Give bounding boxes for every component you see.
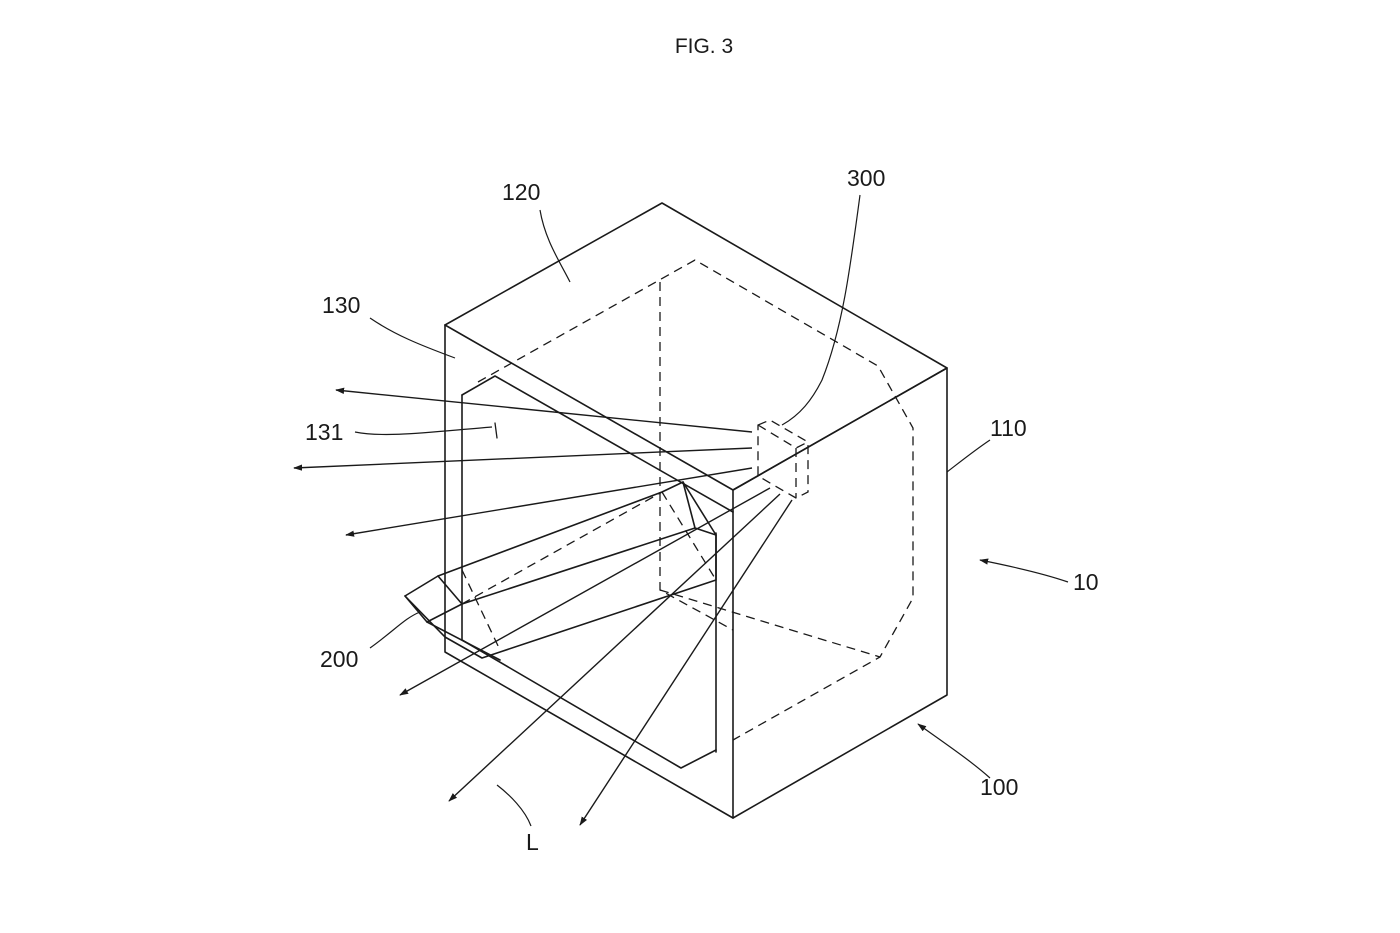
- label-120: 120: [502, 179, 540, 205]
- label-110: 110: [990, 415, 1027, 441]
- light-rays-L: [293, 387, 793, 826]
- ray-6: [579, 499, 793, 826]
- label-L: L: [526, 829, 539, 855]
- hidden-chamber-dashed: [461, 259, 914, 741]
- label-130: 130: [322, 292, 360, 318]
- label-100: 100: [980, 774, 1018, 800]
- leader-lines: [354, 194, 1069, 827]
- label-10: 10: [1073, 569, 1099, 595]
- reference-labels: 120 130 131 300 110 10 200 100 L: [305, 165, 1099, 855]
- opening-131: [461, 375, 734, 769]
- ray-2: [293, 447, 753, 471]
- ray-3: [345, 467, 753, 537]
- ray-4: [399, 487, 771, 696]
- top-face-120: [444, 202, 948, 491]
- figure-title: FIG. 3: [675, 35, 733, 58]
- right-face-110: [732, 367, 948, 819]
- housing-box: [444, 202, 948, 819]
- front-left-face-130: [444, 324, 734, 819]
- ray-5: [448, 493, 781, 802]
- label-131: 131: [305, 419, 343, 445]
- ray-1: [335, 387, 753, 433]
- reflector-200: [404, 481, 717, 661]
- label-300: 300: [847, 165, 885, 191]
- light-source-300: [757, 419, 809, 499]
- label-200: 200: [320, 646, 358, 672]
